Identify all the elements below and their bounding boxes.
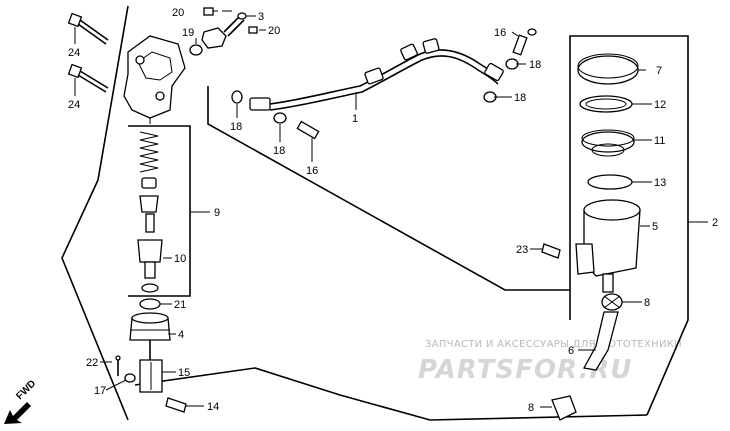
label-7: 7 [656,65,662,77]
leader-lines [100,10,652,408]
fwd-label: FWD [14,378,38,402]
label-24-lower: 24 [68,99,80,111]
label-5: 5 [652,221,658,233]
label-4: 4 [178,329,184,341]
watermark-caption: ЗАПЧАСТИ И АКСЕССУАРЫ ДЛЯ МОТОТЕХНИКИ [425,339,682,350]
label-11: 11 [654,135,665,147]
banjo-bolt-16-left [296,120,320,140]
clamp-8-upper [601,293,623,311]
label-12: 12 [654,99,666,111]
label-16-left: 16 [306,165,318,177]
bolt-24-upper [67,12,109,45]
assembly-outline-right [134,35,708,421]
watermark: ЗАПЧАСТИ И АКСЕССУАРЫ ДЛЯ МОТОТЕХНИКИ PA… [418,339,682,385]
screw-20-upper [203,7,218,16]
bolt-24-lower [67,63,109,96]
circlip-21 [139,298,161,310]
label-21: 21 [174,299,186,311]
ring-13 [587,174,633,190]
label-20-lower: 20 [268,25,280,37]
label-20-upper: 20 [172,7,184,19]
hose-6 [582,311,619,371]
label-1: 1 [352,113,358,125]
label-24-upper: 24 [68,47,80,59]
brake-hose-1 [249,38,504,111]
label-18-b: 18 [273,145,285,157]
diaphragm-11 [581,129,635,157]
washer-18-b [273,112,287,124]
label-8-lower: 8 [528,402,534,414]
screw-20-lower [248,26,258,34]
washer-17 [124,373,136,383]
clevis-15 [139,340,163,393]
reservoir-5 [575,199,641,293]
assembly-outline-left [61,5,129,421]
banjo-bolt-16-right [512,28,537,56]
spring [139,131,159,173]
piston-assembly-9 [128,125,210,297]
pin-22 [115,355,121,376]
label-13: 13 [654,177,666,189]
label-19: 19 [182,27,194,39]
label-14: 14 [207,401,219,413]
label-18-a: 18 [230,121,242,133]
label-23: 23 [516,244,528,256]
label-8-upper: 8 [644,297,650,309]
pin-14 [165,397,187,413]
master-cylinder-body [123,35,186,124]
label-2: 2 [712,217,718,229]
plate-12 [579,95,633,113]
label-17: 17 [94,385,106,397]
part-number-labels: 1 2 3 4 5 6 7 8 8 9 10 11 12 13 14 15 16… [68,7,718,414]
label-6: 6 [568,345,574,357]
label-9: 9 [214,207,220,219]
bolt-23 [541,243,561,259]
label-16-right: 16 [494,27,506,39]
label-18-c: 18 [529,59,541,71]
reservoir-cap-7 [577,53,639,85]
label-10: 10 [174,253,186,265]
label-15: 15 [178,367,190,379]
label-22: 22 [86,357,98,369]
fwd-arrow-icon [4,402,31,424]
label-3: 3 [258,11,264,23]
fitting-3 [201,12,247,49]
label-18-d: 18 [514,92,526,104]
washer-18-a [231,90,243,104]
clamp-8-lower [551,395,577,421]
boot-4 [129,312,171,341]
oring-19 [189,44,203,56]
